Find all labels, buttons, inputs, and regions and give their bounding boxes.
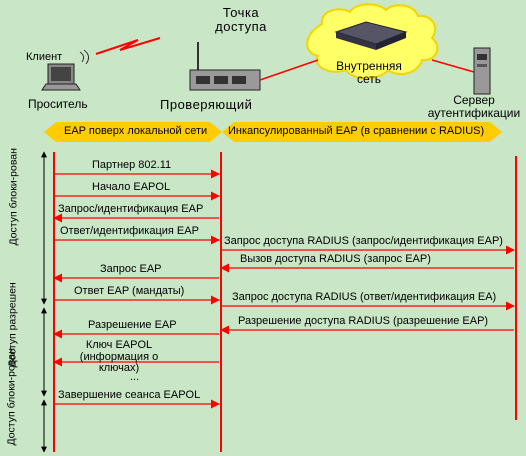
network-to-server-link — [431, 59, 475, 73]
msg-left-label: ... — [130, 371, 140, 383]
msg-left-label: Ключ EAPOL (информация о ключах) — [79, 339, 159, 375]
msg-right-label: Вызов доступа RADIUS (запрос EAP) — [240, 253, 431, 265]
client-label: Клиент — [26, 51, 63, 63]
authenticator-label: Проверяющий — [160, 97, 253, 112]
internal-network-label: Внутренняя сеть — [336, 59, 402, 86]
msg-left-label: Запрос EAP — [100, 263, 162, 275]
msg-left-label: Запрос/идентификация EAP — [58, 203, 204, 215]
laptop-icon — [41, 63, 81, 91]
auth-server-label: Сервер аутентификации — [427, 93, 521, 120]
server-tower-icon — [473, 47, 491, 95]
wireless-signal-icon — [79, 37, 161, 65]
access-point-icon — [189, 42, 261, 91]
access-point-label: Точка доступа — [215, 5, 267, 34]
supplicant-label: Проситель — [28, 97, 88, 111]
msg-left-label: Партнер 802.11 — [92, 159, 172, 171]
ap-to-network-link — [259, 59, 319, 81]
band-left-label: EAP поверх локальной сети — [64, 125, 208, 137]
msg-left-label: Начало EAPOL — [92, 181, 171, 193]
msg-left-label: Ответ/идентификация EAP — [60, 225, 199, 237]
state-blocked-1-label: Доступ блоки-рован — [7, 148, 20, 246]
msg-left-label: Ответ EAP (мандаты) — [74, 285, 185, 297]
msg-left-label: Завершение сеанса EAPOL — [58, 389, 201, 401]
network-switch-icon — [334, 21, 408, 50]
message-arrows — [53, 169, 515, 409]
msg-right-label: Запрос доступа RADIUS (запрос/идентифика… — [224, 235, 503, 247]
state-blocked-2-label: Доступ блоки-рован — [5, 348, 18, 446]
band-right-label: Инкапсулированный EAP (в сравнении с RAD… — [228, 125, 485, 137]
msg-right-label: Запрос доступа RADIUS (ответ/идентификац… — [232, 291, 497, 303]
band-right — [222, 122, 502, 142]
msg-left-label: Разрешение EAP — [88, 319, 177, 331]
msg-right-label: Разрешение доступа RADIUS (разрешение EA… — [238, 315, 489, 327]
band-left — [44, 122, 222, 142]
